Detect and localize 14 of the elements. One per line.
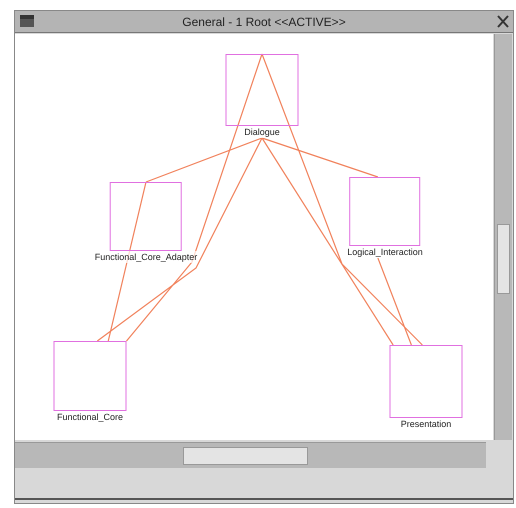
connector-line <box>126 54 263 342</box>
connector-line <box>377 258 412 346</box>
connector-line <box>262 137 378 178</box>
class-name: Functional_Core_Adapter <box>94 251 198 263</box>
class-name: Dialogue <box>244 126 280 138</box>
window-title: General - 1 Root <<ACTIVE>> <box>182 14 346 30</box>
connector-line <box>261 54 423 346</box>
connector-line <box>96 138 263 342</box>
class-name: Functional_Core <box>56 411 124 423</box>
class-name: Logical_Interaction <box>347 246 423 258</box>
connector-line <box>262 138 394 346</box>
class-name: Presentation <box>400 418 452 430</box>
connector-line <box>108 182 147 342</box>
connector-line <box>146 137 262 183</box>
